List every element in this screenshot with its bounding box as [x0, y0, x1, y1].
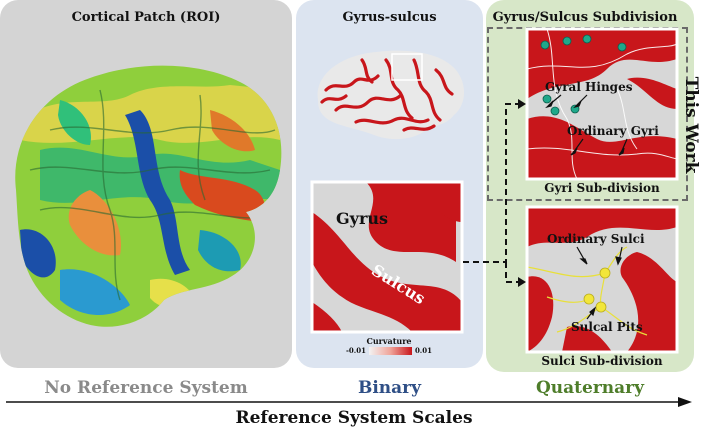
axis-title: Reference System Scales [0, 408, 708, 428]
